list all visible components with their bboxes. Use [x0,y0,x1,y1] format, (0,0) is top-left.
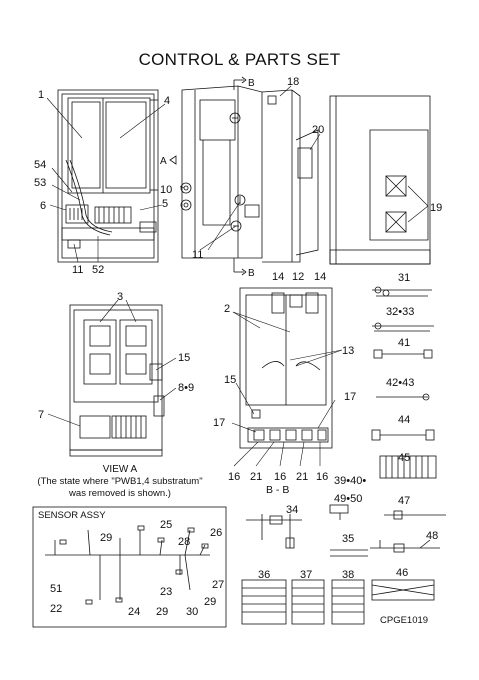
callout-4: 4 [164,95,170,107]
callout-24: 24 [128,606,140,618]
figure-code: CPGE1019 [380,615,428,626]
callout-45: 45 [398,452,410,464]
callout-21b: 21 [296,471,308,483]
callout-21a: 21 [250,471,262,483]
callout-16c: 16 [316,471,328,483]
callout-15: 15 [178,352,190,364]
view-marker-a: A [160,156,167,167]
control-box-front [57,89,159,263]
callout-41: 41 [398,337,410,349]
callout-3: 3 [117,291,123,303]
callout-37: 37 [300,569,312,581]
diagram-title: CONTROL & PARTS SET [138,50,341,69]
callout-29b: 29 [204,596,216,608]
harness-34-35 [246,514,368,557]
callout-20: 20 [312,124,324,136]
view-marker-b-top: B [248,78,255,89]
callout-16a: 16 [228,471,240,483]
callout-29a: 29 [100,532,112,544]
callout-16b: 16 [274,471,286,483]
panel-20 [295,129,319,256]
callout-12: 12 [292,271,304,283]
callout-10: 10 [160,184,172,196]
callout-54: 54 [34,159,46,171]
view-a-caption: VIEW A (The state where "PWB1,4 substrat… [20,464,220,500]
callout-14a: 14 [272,271,284,283]
callout-52: 52 [92,264,104,276]
view-a-drawing [69,304,165,457]
callout-28: 28 [178,536,190,548]
leader-lines [46,85,429,467]
callout-53: 53 [34,177,46,189]
sensor-assy-title: SENSOR ASSY [38,510,106,521]
callout-39-40: 39•40• [334,475,366,487]
sensor-assy-box [32,506,227,628]
callout-18: 18 [287,76,299,88]
callout-19: 19 [430,202,442,214]
callout-11: 11 [72,264,83,276]
callout-11-side: 11 [192,249,203,261]
callout-22: 22 [50,603,62,615]
view-a-caption-line-3: was removed is shown.) [69,488,171,499]
callout-49-50: 49•50 [334,493,362,505]
control-box-rear [329,95,431,265]
callout-14b: 14 [314,271,326,283]
callout-8-9: 8•9 [178,382,194,394]
callout-48: 48 [426,530,438,542]
view-marker-b-bottom: B [248,268,255,279]
callout-42-43: 42•43 [386,377,414,389]
callout-6: 6 [40,200,46,212]
ribbon-cables [241,579,365,625]
callout-5: 5 [162,198,168,210]
callout-7: 7 [38,409,44,421]
callout-23: 23 [160,586,172,598]
callout-46: 46 [396,567,408,579]
callout-25: 25 [160,519,172,531]
view-a-caption-line-2: (The state where "PWB1,4 substratum" [37,476,203,487]
control-box-side [169,76,263,276]
callout-32-33: 32•33 [386,306,414,318]
callout-1: 1 [38,89,44,101]
section-bb-drawing [239,287,333,449]
callout-13: 13 [342,345,354,357]
callout-26: 26 [210,527,222,539]
callout-2: 2 [224,303,230,315]
callout-27: 27 [212,579,224,591]
callout-34: 34 [286,504,298,516]
callout-51: 51 [50,583,62,595]
callout-29c: 29 [156,606,168,618]
part-39-40 [329,504,349,520]
view-a-caption-line-1: VIEW A [102,464,138,475]
section-bb-label: B - B [266,484,289,496]
callout-38: 38 [342,569,354,581]
callout-17b: 17 [213,417,225,429]
cover-18 [261,89,301,263]
callout-44: 44 [398,414,410,426]
callout-35: 35 [342,533,354,545]
callout-31: 31 [398,272,410,284]
callout-17a: 17 [344,391,356,403]
callout-15b: 15 [224,374,236,386]
callout-47: 47 [398,495,410,507]
callout-30: 30 [186,606,198,618]
harness-column [370,286,446,601]
callout-36: 36 [258,569,270,581]
